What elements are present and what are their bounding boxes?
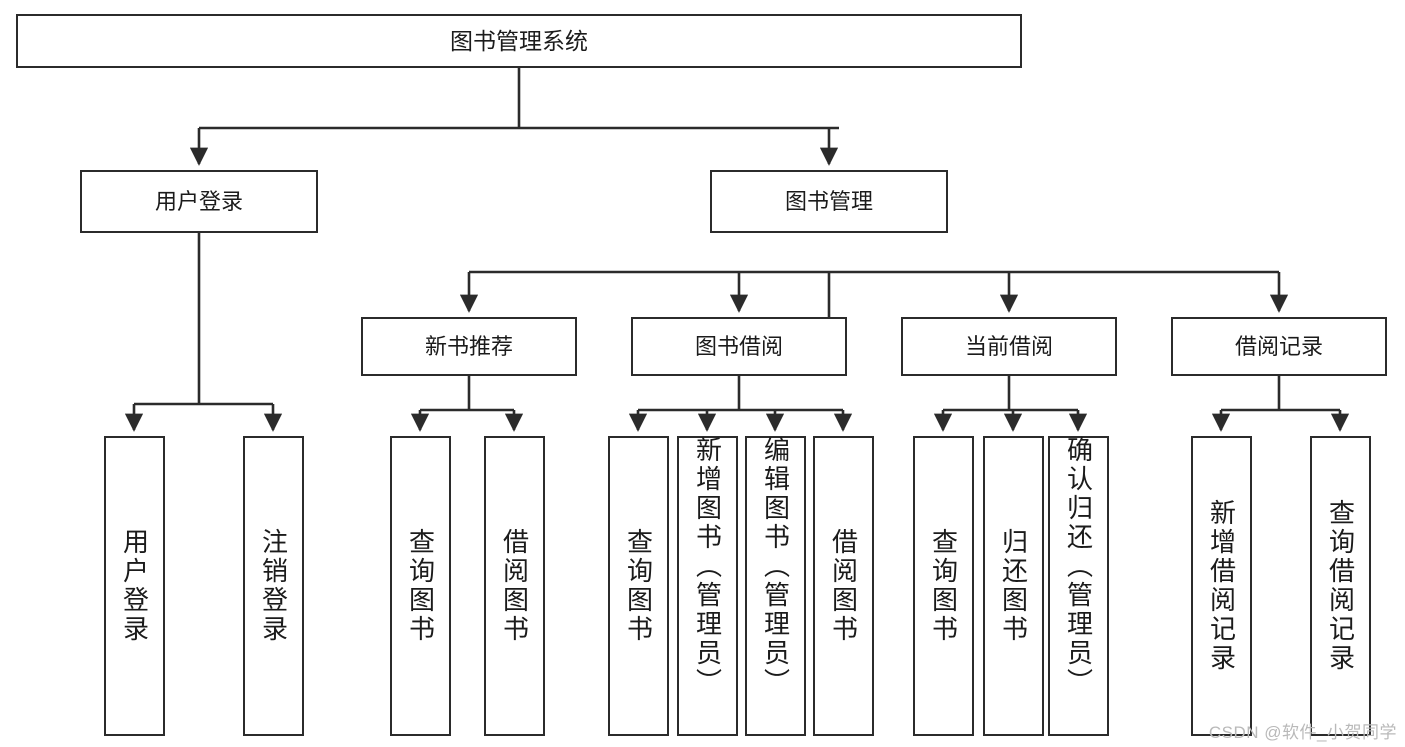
leaf-node[interactable]: 借阅图书 [484,436,545,736]
leaf-node[interactable]: 用户登录 [104,436,165,736]
node-label: 当前借阅 [964,333,1053,359]
node-new-book-recommend[interactable]: 新书推荐 [361,317,577,376]
leaf-node[interactable]: 借阅图书 [813,436,874,736]
node-label: 确认归还（管理员） [1063,436,1094,697]
node-label: 图书管理系统 [450,27,588,54]
node-root[interactable]: 图书管理系统 [16,14,1022,68]
leaf-node[interactable]: 查询借阅记录 [1310,436,1371,736]
node-label: 注销登录 [258,528,289,644]
node-label: 图书借阅 [694,333,783,359]
node-label: 查询图书 [405,528,436,644]
node-label: 借阅图书 [828,528,859,644]
node-user-login[interactable]: 用户登录 [80,170,318,233]
node-book-borrow[interactable]: 图书借阅 [631,317,847,376]
leaf-node[interactable]: 注销登录 [243,436,304,736]
node-label: 新书推荐 [424,333,513,359]
node-label: 查询图书 [623,528,654,644]
leaf-node[interactable]: 查询图书 [913,436,974,736]
node-book-management[interactable]: 图书管理 [710,170,948,233]
node-label: 查询图书 [928,528,959,644]
node-label: 查询借阅记录 [1325,499,1356,673]
leaf-node[interactable]: 新增图书（管理员） [677,436,738,736]
leaf-node[interactable]: 归还图书 [983,436,1044,736]
node-label: 新增借阅记录 [1206,499,1237,673]
node-label: 借阅图书 [499,528,530,644]
node-label: 图书管理 [784,188,873,214]
leaf-node[interactable]: 确认归还（管理员） [1048,436,1109,736]
leaf-node[interactable]: 查询图书 [608,436,669,736]
leaf-node[interactable]: 新增借阅记录 [1191,436,1252,736]
node-label: 用户登录 [119,528,150,644]
node-current-borrow[interactable]: 当前借阅 [901,317,1117,376]
node-label: 编辑图书（管理员） [760,436,791,697]
leaf-node[interactable]: 编辑图书（管理员） [745,436,806,736]
leaf-node[interactable]: 查询图书 [390,436,451,736]
node-label: 用户登录 [154,188,243,214]
watermark: CSDN @软件_小贺同学 [1208,723,1397,742]
node-label: 借阅记录 [1234,333,1323,359]
node-label: 新增图书（管理员） [692,436,723,697]
node-borrow-record[interactable]: 借阅记录 [1171,317,1387,376]
node-label: 归还图书 [998,528,1029,644]
